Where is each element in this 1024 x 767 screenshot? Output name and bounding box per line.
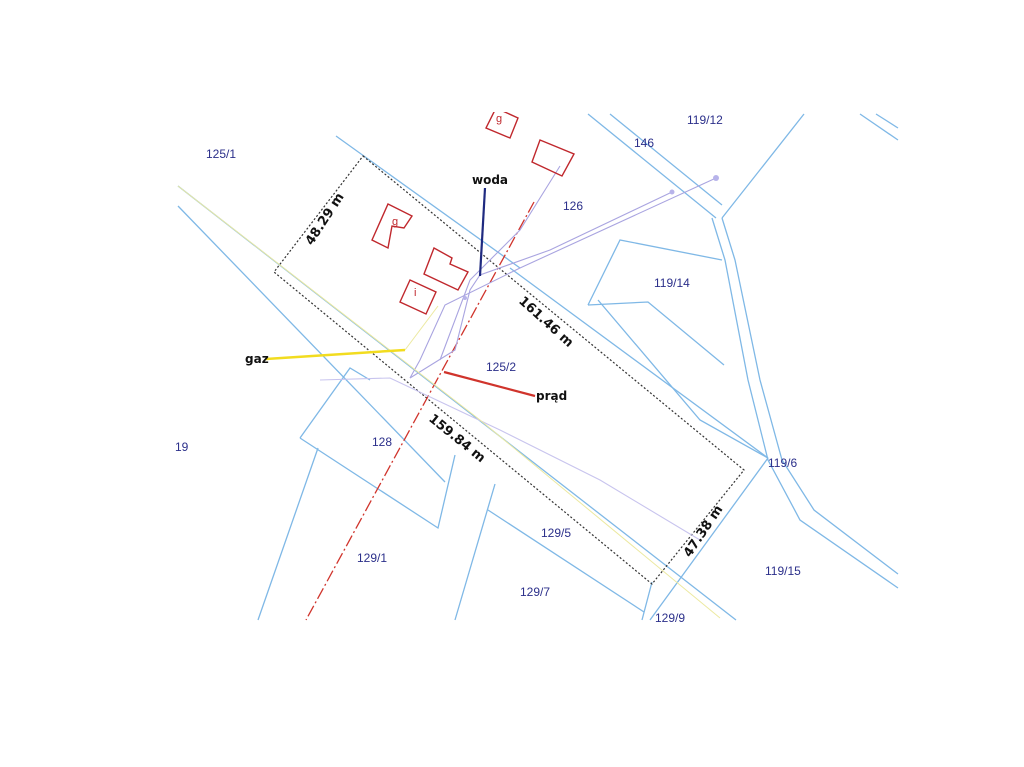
stream-bank-west	[711, 217, 899, 589]
parcel-label-129-1: 129/1	[357, 551, 387, 565]
parcel-line-126-south	[335, 135, 521, 269]
building-inner	[399, 279, 437, 315]
parcel-128-south	[299, 437, 456, 530]
dimension-north-west: 48.29 m	[303, 190, 348, 248]
water-pointer	[478, 187, 487, 277]
parcel-129-7-west	[454, 483, 496, 621]
gas-pointer	[265, 348, 406, 361]
parcel-label-125-1: 125/1	[206, 147, 236, 161]
building-north-east	[531, 139, 575, 177]
power-line	[305, 201, 536, 621]
gas-lines	[177, 185, 721, 619]
utility-label-gas: gaz	[245, 352, 269, 366]
building-garage-top	[485, 112, 519, 139]
parcel-label-129-5: 129/5	[541, 526, 571, 540]
parcel-line-119-6-south	[649, 457, 769, 621]
building-label-g-plot: g	[392, 216, 398, 228]
network-nodes	[463, 175, 719, 300]
road-edge-upper	[177, 205, 446, 483]
parcel-label-119-14: 119/14	[654, 276, 690, 290]
parcel-label-119-12: 119/12	[687, 113, 723, 127]
parcel-label-128: 128	[372, 435, 392, 449]
parcel-129-9-west	[641, 581, 653, 621]
water-lines	[319, 165, 717, 541]
parcel-label-146: 146	[634, 136, 654, 150]
building-label-g-top: g	[496, 113, 502, 125]
building-garage-plot	[371, 203, 414, 250]
dimension-south-east: 47.38 m	[681, 503, 727, 560]
corner-line-b	[875, 113, 899, 129]
parcel-119-14-north	[587, 239, 723, 306]
parcel-label-119-6: 119/6	[768, 456, 797, 470]
parcel-label-129-9: 129/9	[655, 611, 685, 625]
plot-boundary	[273, 155, 745, 585]
utility-label-power: prąd	[536, 389, 567, 403]
utility-label-water: woda	[472, 173, 508, 187]
parcel-128-north	[299, 367, 371, 439]
parcel-line-125-2-east	[509, 267, 769, 459]
parcel-boundaries	[177, 113, 899, 621]
parcel-label-119-15: 119/15	[765, 564, 801, 578]
parcel-146-west	[587, 113, 717, 219]
building-center	[423, 246, 469, 291]
corner-line-a	[859, 113, 899, 141]
parcel-label-125-2: 125/2	[486, 360, 516, 374]
parcel-label-126: 126	[563, 199, 583, 213]
parcel-119-12-line	[721, 113, 805, 219]
stream-bank-east	[721, 217, 899, 575]
parcel-119-6-line	[597, 299, 769, 459]
parcel-129-1-west	[257, 447, 319, 621]
parcel-146-east	[609, 113, 723, 206]
parcel-119-14-south	[587, 301, 725, 366]
buildings	[371, 112, 575, 315]
parcel-label-19: 19	[175, 440, 189, 454]
building-label-i: i	[414, 287, 416, 299]
dimension-north-east: 161.46 m	[515, 294, 576, 351]
parcel-129-5-south	[487, 509, 645, 613]
power-pointer	[443, 370, 536, 398]
parcel-label-129-7: 129/7	[520, 585, 550, 599]
